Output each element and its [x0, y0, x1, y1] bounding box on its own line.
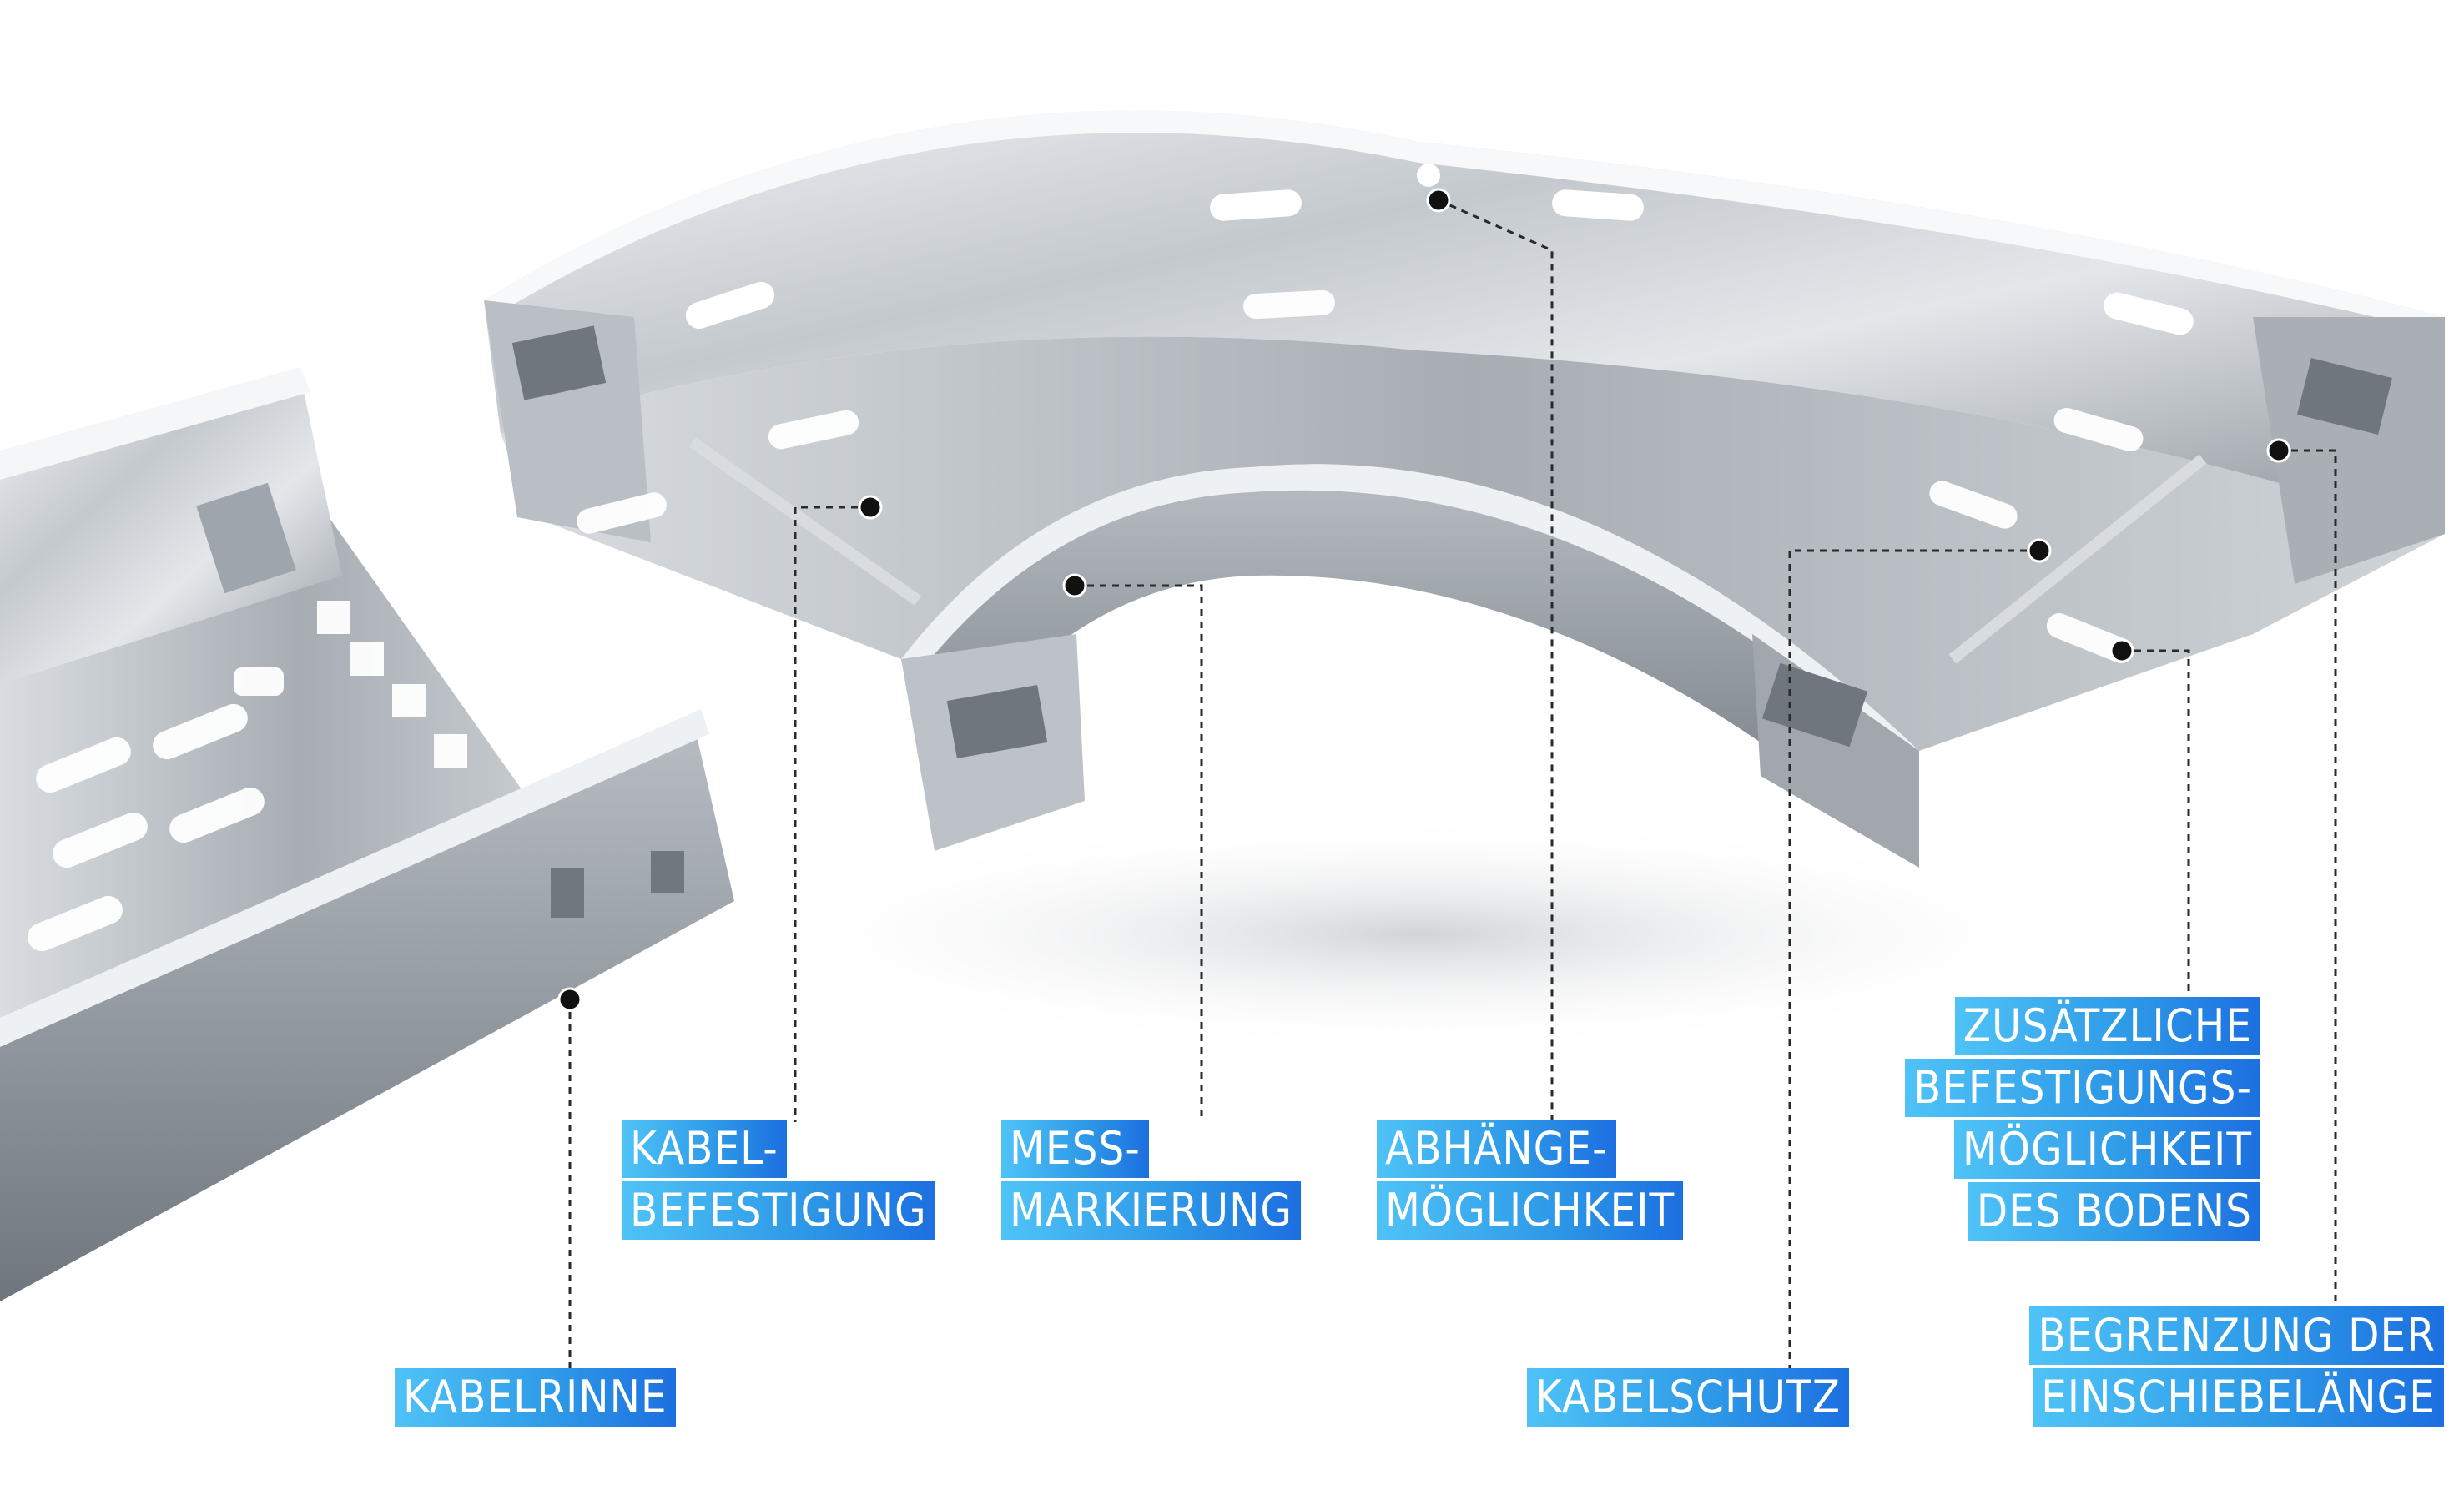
callout-messmarkierung: MESS- MARKIERUNG	[1001, 1120, 1302, 1240]
callout-zusaetzliche-befestigung: ZUSÄTZLICHE BEFESTIGUNGS- MÖGLICHKEIT DE…	[1904, 997, 2260, 1241]
callout-line: BEFESTIGUNG	[622, 1181, 935, 1240]
callout-line: BEFESTIGUNGS-	[1904, 1059, 2260, 1117]
leader-messmarkierung	[1075, 584, 1203, 1122]
callout-line: MESS-	[1001, 1120, 1149, 1178]
callout-line: ZUSÄTZLICHE	[1954, 997, 2260, 1055]
leader-begrenzung	[2279, 449, 2337, 1306]
callout-begrenzung: BEGRENZUNG DER EINSCHIEBELÄNGE	[2029, 1306, 2444, 1427]
callout-line: KABELRINNE	[395, 1368, 676, 1427]
dot-begrenzung	[2266, 438, 2291, 463]
callout-line: EINSCHIEBELÄNGE	[2033, 1368, 2444, 1427]
callout-line: DES BODENS	[1968, 1182, 2260, 1241]
leader-lines	[568, 199, 2337, 1381]
straight-cable-tray	[0, 367, 734, 1301]
leader-kabelschutz	[1788, 549, 2039, 1381]
callout-abhaengemoeglichkeit: ABHÄNGE- MÖGLICHKEIT	[1377, 1120, 1684, 1240]
callout-line: MÖGLICHKEIT	[1377, 1181, 1684, 1240]
callout-line: MARKIERUNG	[1001, 1181, 1302, 1240]
callout-line: KABEL-	[622, 1120, 787, 1178]
callout-line: KABELSCHUTZ	[1527, 1368, 1850, 1427]
leader-abhaengemoeglichkeit	[1438, 199, 1554, 1122]
dot-messmarkierung	[1062, 573, 1087, 598]
callout-line: MÖGLICHKEIT	[1953, 1120, 2260, 1179]
dot-abhaengemoeglichkeit	[1426, 188, 1451, 213]
callout-kabelschutz: KABELSCHUTZ	[1527, 1368, 1850, 1427]
callout-kabelbefestigung: KABEL- BEFESTIGUNG	[622, 1120, 935, 1240]
dot-zusaetzliche-befestigung	[2109, 638, 2134, 663]
pointer-dots	[557, 188, 2291, 1012]
callout-line: ABHÄNGE-	[1377, 1120, 1616, 1178]
leader-kabelbefestigung	[794, 506, 870, 1122]
leader-zusaetzliche-befestigung	[2122, 649, 2190, 1005]
dot-kabelbefestigung	[858, 495, 883, 520]
callout-kabelrinne: KABELRINNE	[395, 1368, 676, 1427]
callout-line: BEGRENZUNG DER	[2029, 1306, 2444, 1365]
cable-tray-bend	[484, 110, 2445, 868]
dot-kabelschutz	[2027, 538, 2052, 563]
dot-kabelrinne	[557, 987, 582, 1012]
floor-shadow	[734, 818, 2103, 1051]
